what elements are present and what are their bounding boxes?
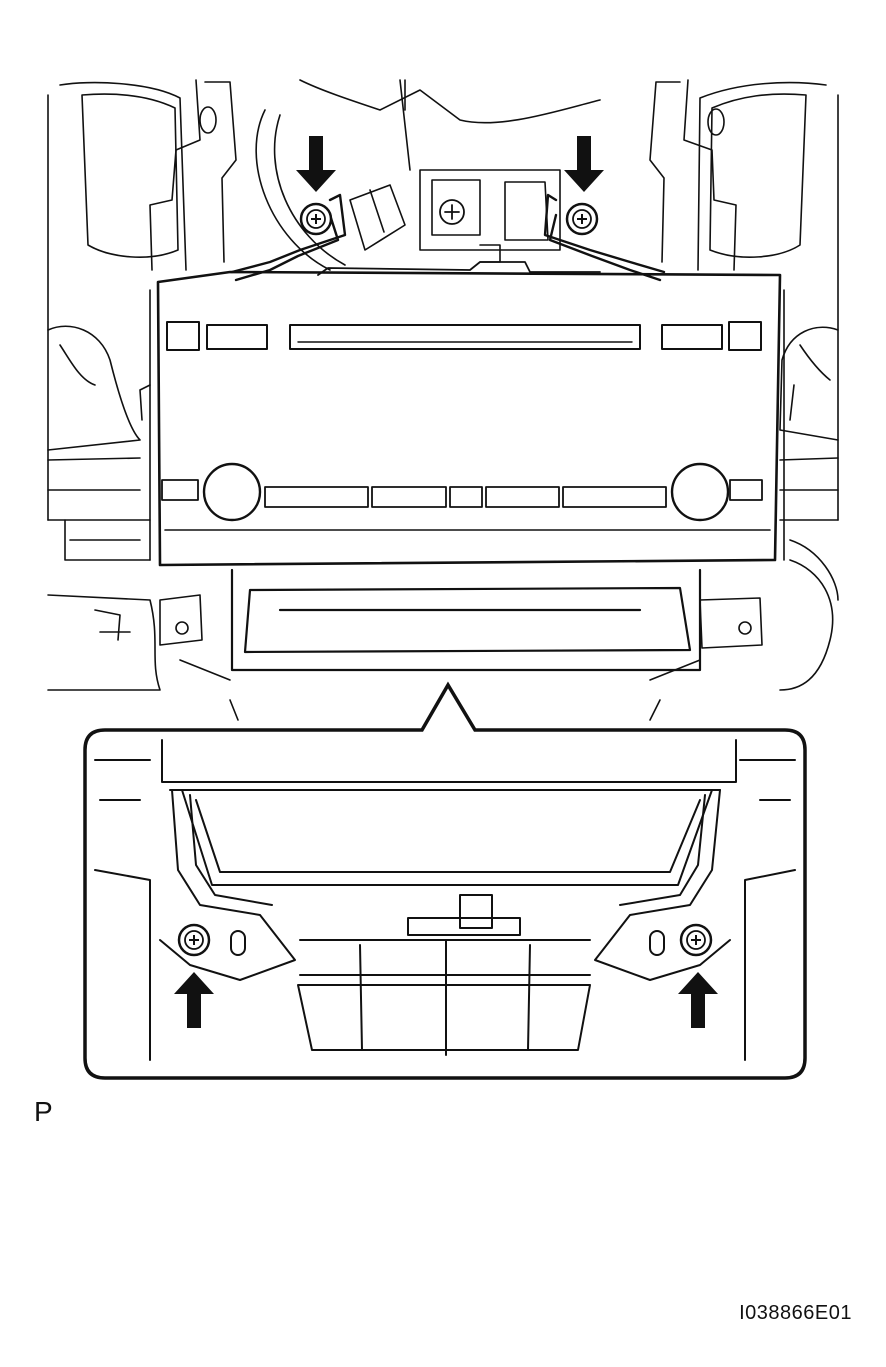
detail-callout [83, 681, 807, 1080]
arrow-icon [564, 136, 604, 192]
view-letter: P [34, 1096, 53, 1127]
upper-screw-right [565, 202, 599, 236]
lower-screw-left [177, 923, 211, 957]
center-screw [439, 199, 465, 225]
lower-tray [230, 568, 702, 672]
detail-view [94, 739, 796, 1061]
mounting-bracket-right [543, 193, 666, 282]
figure-code: I038866E01 [739, 1302, 852, 1324]
surrounding-dashboard [47, 79, 839, 721]
installation-diagram [47, 79, 839, 1080]
upper-screw-left [299, 202, 333, 236]
lower-screw-right [679, 923, 713, 957]
arrow-icon [296, 136, 336, 192]
radio-panel [139, 261, 795, 567]
